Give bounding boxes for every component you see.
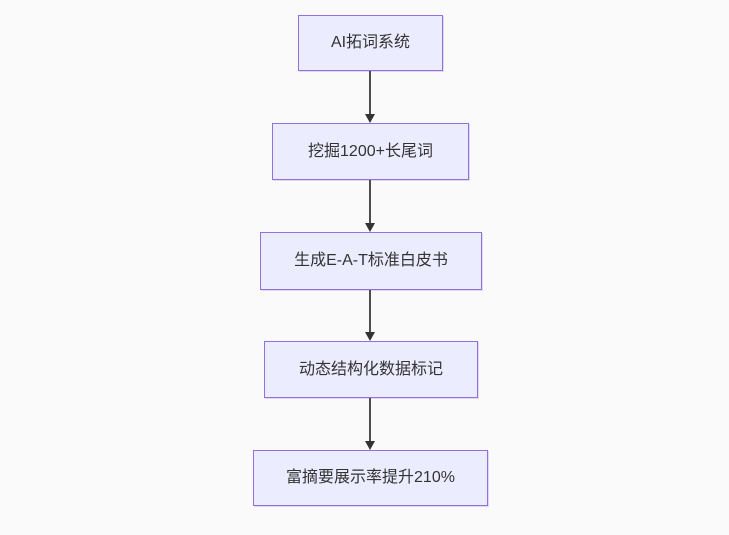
- edge-line: [369, 290, 371, 333]
- node-label: 生成E-A-T标准白皮书: [294, 252, 448, 270]
- edge-line: [369, 398, 371, 442]
- node-label: 挖掘1200+长尾词: [308, 142, 433, 160]
- arrow-down-head: [365, 441, 375, 450]
- node-label: 动态结构化数据标记: [298, 360, 443, 378]
- node-label: 富摘要展示率提升210%: [286, 469, 455, 487]
- flow-node-structured-data-markup: 动态结构化数据标记: [264, 341, 478, 398]
- arrow-down-head: [365, 223, 375, 232]
- edge-line: [369, 71, 371, 115]
- node-label: AI拓词系统: [330, 34, 411, 52]
- edge-line: [369, 180, 371, 224]
- flow-node-longtail-keywords: 挖掘1200+长尾词: [272, 123, 469, 180]
- arrow-down-head: [365, 114, 375, 123]
- flow-node-eat-whitepaper: 生成E-A-T标准白皮书: [260, 232, 482, 290]
- flow-node-ai-word-expansion-system: AI拓词系统: [298, 15, 443, 71]
- arrow-down-head: [365, 332, 375, 341]
- flow-node-rich-snippet-rate: 富摘要展示率提升210%: [253, 450, 488, 506]
